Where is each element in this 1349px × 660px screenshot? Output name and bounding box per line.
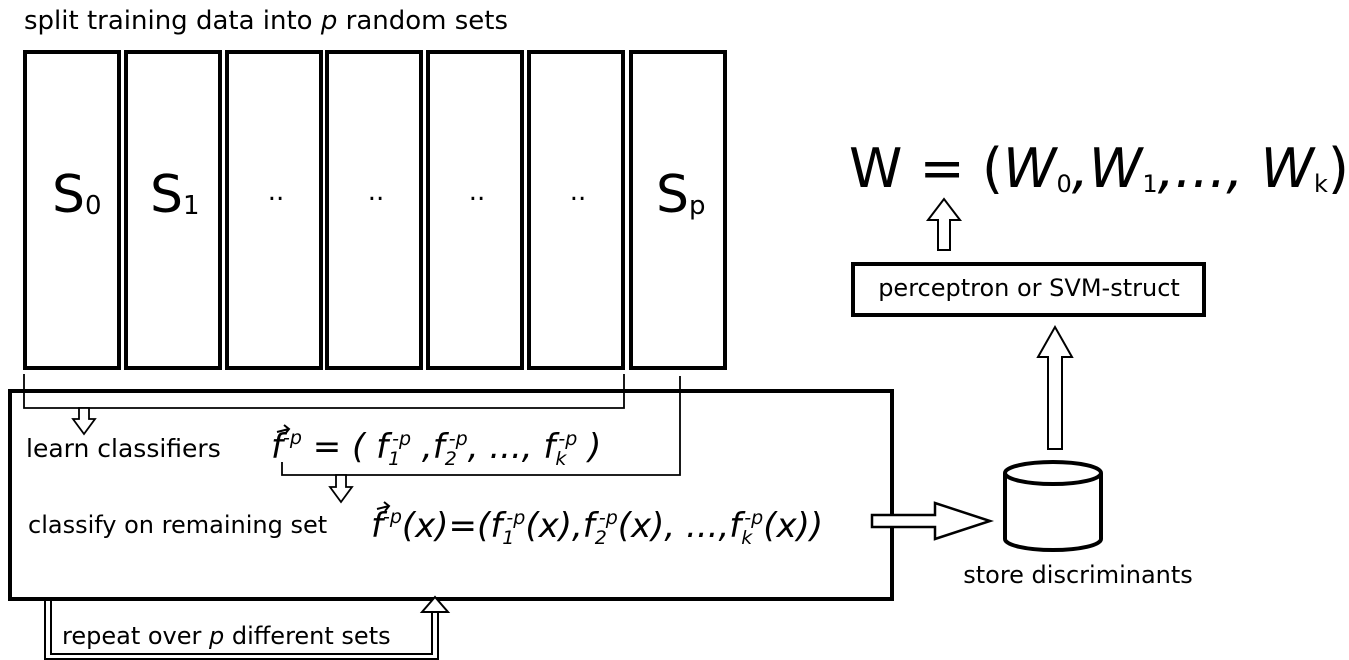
store-label: store discriminants xyxy=(963,561,1193,589)
header-text: split training data into p random sets xyxy=(24,6,508,36)
learn-label: learn classifiers xyxy=(26,434,221,463)
set-label-2: .. xyxy=(268,177,285,207)
repeat-loop: repeat over p different sets xyxy=(44,595,451,660)
set-box-2 xyxy=(225,50,323,370)
set-label-3: .. xyxy=(368,177,385,207)
weights-arrow xyxy=(925,197,963,251)
classify-label: classify on remaining set xyxy=(28,511,327,539)
set-label-1: S1 xyxy=(150,165,200,225)
set-box-6 xyxy=(629,50,727,370)
svg-text:f-p = ( f1-p ,f2-p, ..., fk-p: f-p = ( f1-p ,f2-p, ..., fk-p ) xyxy=(271,427,601,470)
classify-bracket xyxy=(281,376,681,476)
set-label-0: S0 xyxy=(52,165,102,225)
classify-formula: f-p(x)=(f1-p(x),f2-p(x), ...,fk-p(x)) xyxy=(371,501,823,549)
vector-arrow-icon xyxy=(376,501,391,512)
learn-bracket xyxy=(23,374,625,409)
learner-label: perceptron or SVM-struct xyxy=(878,274,1180,302)
set-label-6: Sp xyxy=(656,165,706,225)
process-box xyxy=(8,389,894,601)
weights-formula: W = (W0,W1,..., Wk) xyxy=(849,137,1349,200)
set-box-1 xyxy=(124,50,222,370)
set-box-3 xyxy=(325,50,423,370)
set-box-0 xyxy=(23,50,121,370)
learner-box xyxy=(851,262,1206,317)
set-label-4: .. xyxy=(469,177,486,207)
classify-arrow xyxy=(328,474,354,504)
store-arrow xyxy=(870,501,995,541)
set-boxes xyxy=(23,50,727,370)
vector-arrow-icon xyxy=(276,424,291,435)
repeat-arrow-icon xyxy=(419,595,451,613)
database-icon xyxy=(1003,460,1103,552)
set-box-4 xyxy=(426,50,524,370)
learn-formula: f-p = ( f1-p ,f2-p, ..., fk-p ) xyxy=(271,424,601,470)
svg-text:f-p(x)=(f1-p(x),f2-p(x), ...,f: f-p(x)=(f1-p(x),f2-p(x), ...,fk-p(x)) xyxy=(371,506,823,549)
set-label-5: .. xyxy=(570,177,587,207)
learn-arrow xyxy=(71,407,97,436)
set-box-5 xyxy=(527,50,625,370)
learner-arrow xyxy=(1036,324,1074,450)
repeat-label: repeat over p different sets xyxy=(62,622,391,650)
